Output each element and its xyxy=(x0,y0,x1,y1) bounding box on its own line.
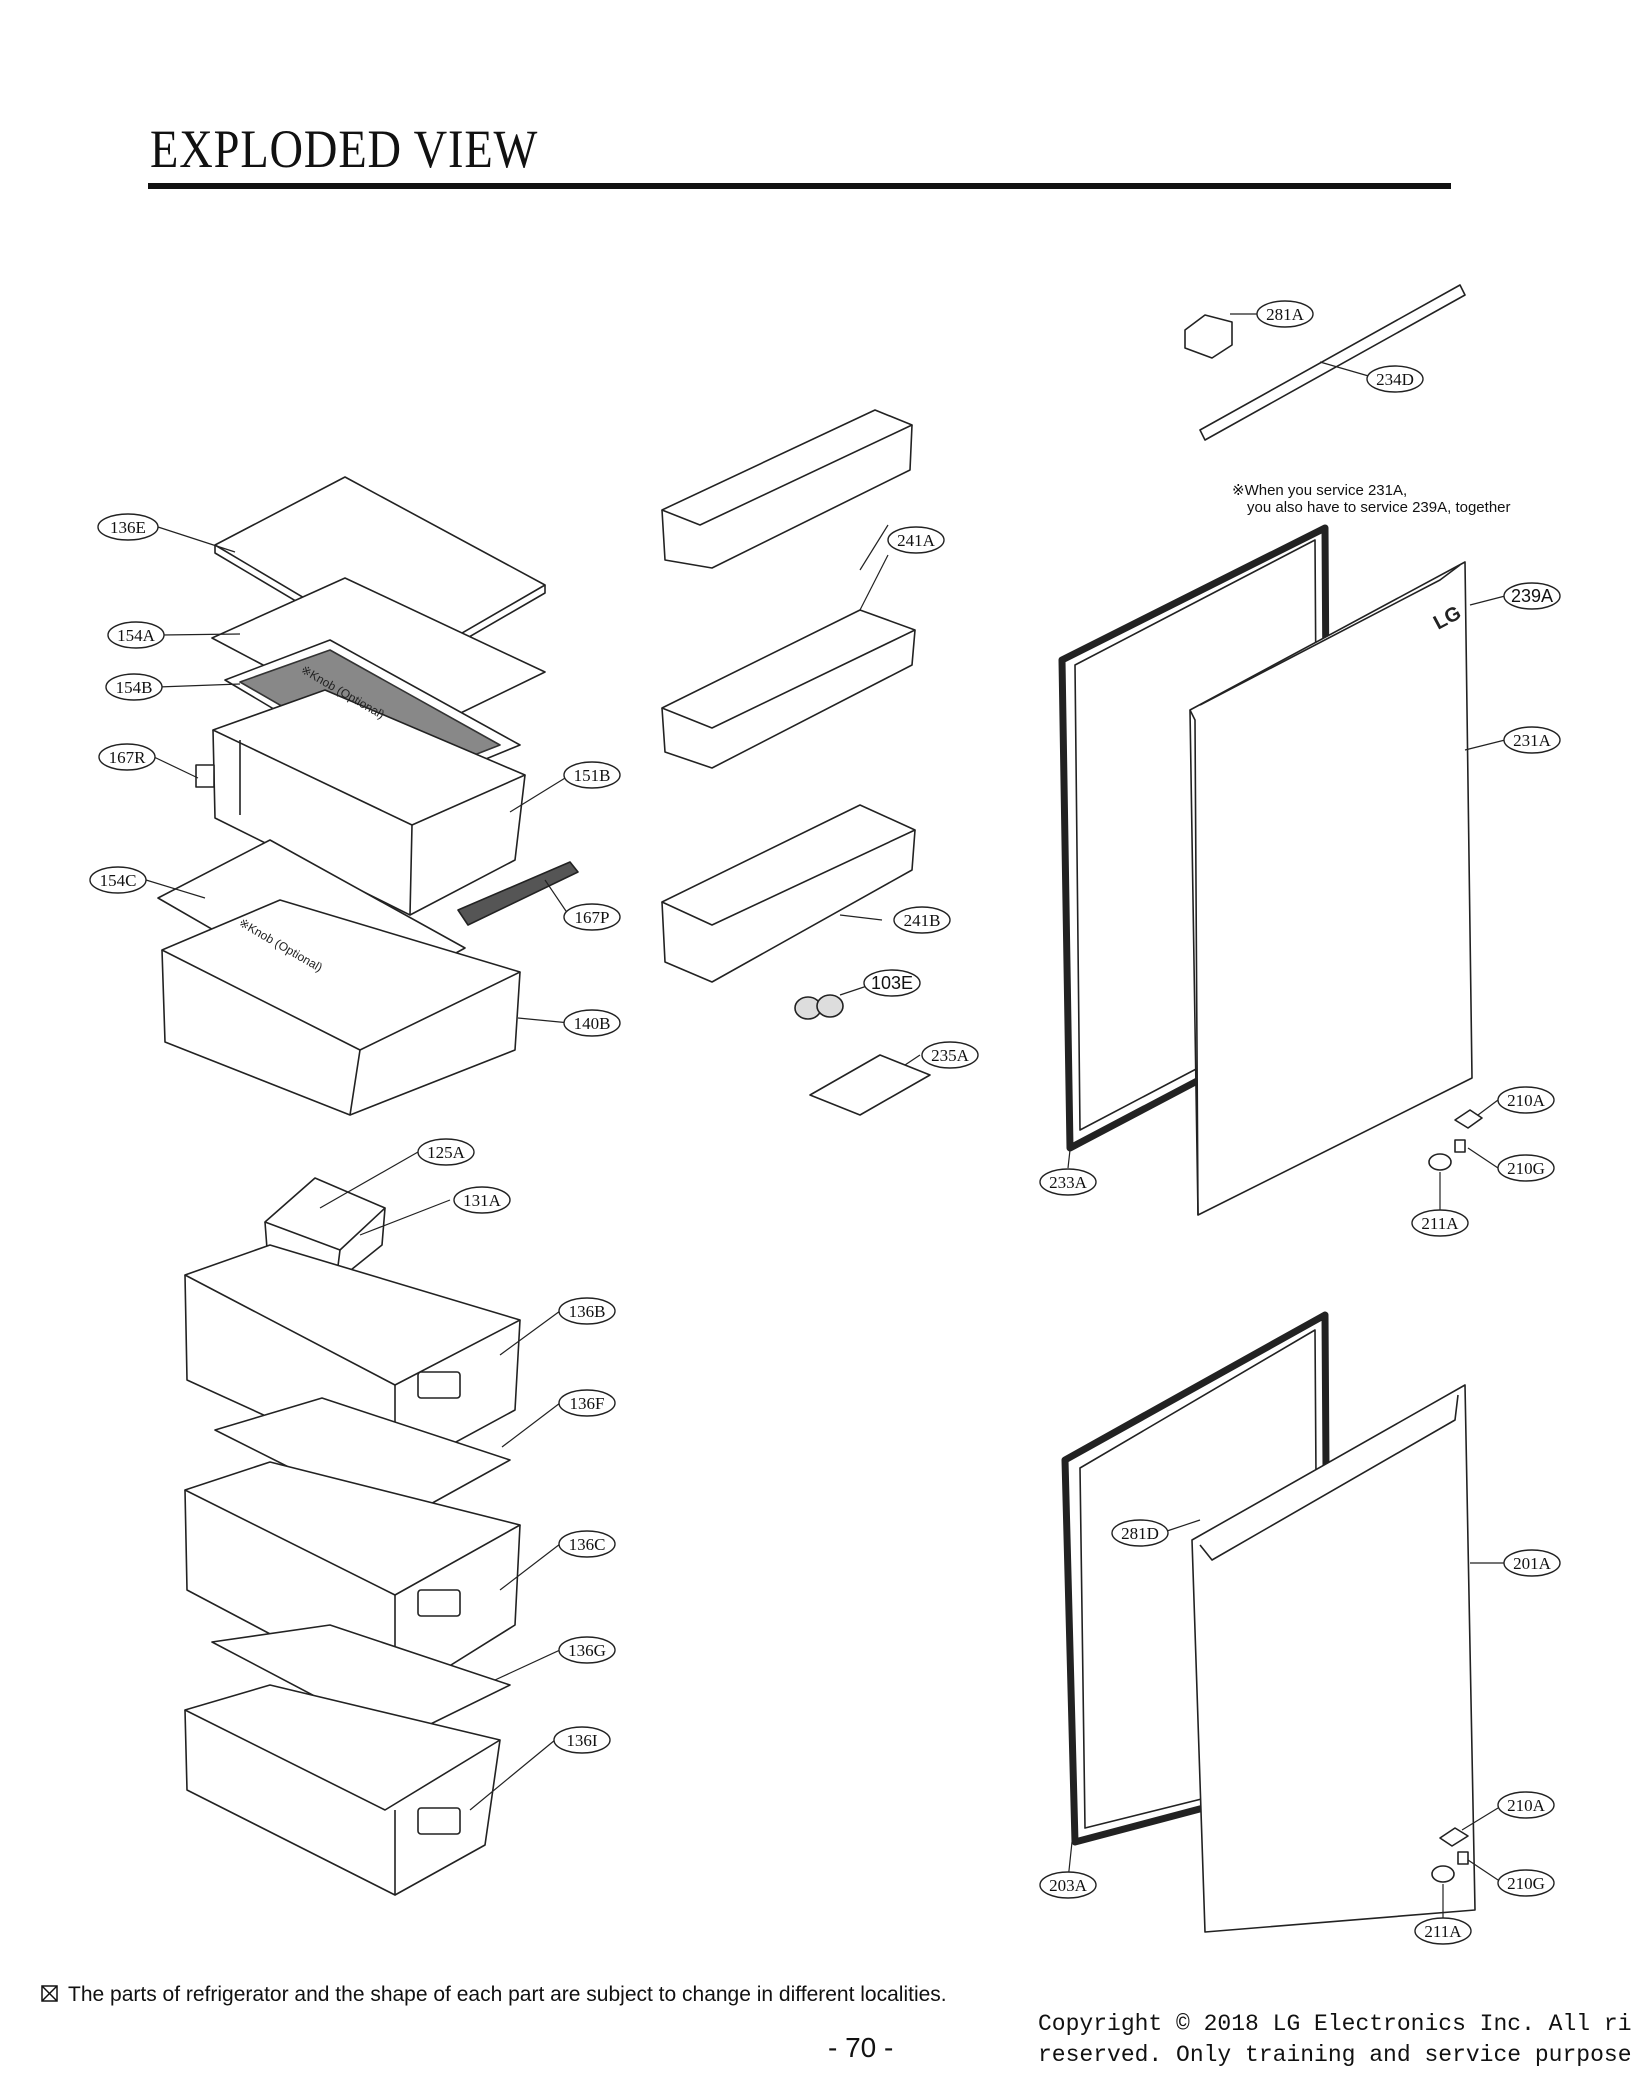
callout-241A xyxy=(887,526,945,554)
part-103E xyxy=(794,994,844,1020)
label-203A: 203A xyxy=(1049,1876,1088,1895)
label-210A-top: 210A xyxy=(1507,1091,1546,1110)
door-231A xyxy=(1189,561,1473,1216)
label-140B: 140B xyxy=(574,1014,611,1033)
callout-151B xyxy=(563,761,621,789)
title-rule xyxy=(148,183,1451,189)
label-154C: 154C xyxy=(100,871,137,890)
bin-241B xyxy=(661,804,916,983)
hinge-parts-top xyxy=(1428,1109,1483,1171)
frame-234D xyxy=(1199,284,1466,441)
copyright-line2: reserved. Only training and service purp… xyxy=(1038,2042,1632,2068)
callout-167P xyxy=(563,903,621,931)
label-125A: 125A xyxy=(427,1143,466,1162)
note-box-icon xyxy=(41,1985,58,2002)
callout-154B xyxy=(105,673,163,701)
egg-tray-235A xyxy=(809,1054,931,1116)
label-167R: 167R xyxy=(109,748,147,767)
callout-281A xyxy=(1256,300,1314,328)
callout-136G xyxy=(558,1636,616,1664)
label-167P: 167P xyxy=(575,908,610,927)
label-136E: 136E xyxy=(110,518,146,537)
label-201A: 201A xyxy=(1513,1554,1552,1573)
callout-210A-top xyxy=(1497,1086,1555,1114)
callout-281D xyxy=(1111,1519,1169,1547)
label-154B: 154B xyxy=(116,678,153,697)
callout-103E xyxy=(863,969,921,997)
callout-131A xyxy=(453,1186,511,1214)
callout-210A-bot xyxy=(1497,1791,1555,1819)
callout-203A xyxy=(1039,1871,1097,1899)
callout-201A xyxy=(1503,1549,1561,1577)
label-154A: 154A xyxy=(117,626,156,645)
callout-136E xyxy=(97,513,159,541)
service-note-line1: ※When you service 231A, xyxy=(1232,482,1407,499)
callout-154C xyxy=(89,866,147,894)
door-201A xyxy=(1191,1384,1476,1933)
part-281A xyxy=(1184,314,1233,359)
label-136C: 136C xyxy=(569,1535,606,1554)
label-234D: 234D xyxy=(1376,370,1414,389)
label-136G: 136G xyxy=(568,1641,606,1660)
callout-231A xyxy=(1503,726,1561,754)
callout-210G-top xyxy=(1497,1154,1555,1182)
label-281D: 281D xyxy=(1121,1524,1159,1543)
callout-211A-bot xyxy=(1414,1917,1472,1945)
label-241B: 241B xyxy=(904,911,941,930)
callout-136B xyxy=(558,1297,616,1325)
service-note-line2: you also have to service 239A, together xyxy=(1247,499,1511,516)
callout-154A xyxy=(107,621,165,649)
label-151B: 151B xyxy=(574,766,611,785)
bin-241A-lower xyxy=(661,609,916,769)
callout-210G-bot xyxy=(1497,1869,1555,1897)
cover-167P xyxy=(457,861,579,926)
callout-136F xyxy=(558,1389,616,1417)
page-number: - 70 - xyxy=(828,2032,894,2063)
label-210A-bot: 210A xyxy=(1507,1796,1546,1815)
callout-ovals xyxy=(89,300,1561,1945)
label-211A-top: 211A xyxy=(1421,1214,1459,1233)
copyright: Copyright © 2018 LG Electronics Inc. All… xyxy=(1038,2009,1632,2071)
label-210G-top: 210G xyxy=(1507,1159,1545,1178)
label-210G-bot: 210G xyxy=(1507,1874,1545,1893)
footer-note: The parts of refrigerator and the shape … xyxy=(42,1983,947,2007)
label-281A: 281A xyxy=(1266,305,1305,324)
label-241A: 241A xyxy=(897,531,936,550)
leader-lines xyxy=(145,313,1506,1918)
label-136I: 136I xyxy=(566,1731,598,1750)
label-131A: 131A xyxy=(463,1191,502,1210)
callout-labels: 136E 154A 154B 167R 151B 154C 167P 140B … xyxy=(100,305,1553,1941)
label-136F: 136F xyxy=(570,1394,605,1413)
hinge-parts-bottom xyxy=(1431,1827,1469,1883)
label-231A: 231A xyxy=(1513,731,1552,750)
callout-167R xyxy=(98,743,156,771)
callout-136I xyxy=(553,1726,611,1754)
callout-211A-top xyxy=(1411,1209,1469,1237)
handle-167R xyxy=(195,764,215,788)
callout-125A xyxy=(417,1138,475,1166)
copyright-line1: Copyright © 2018 LG Electronics Inc. All… xyxy=(1038,2011,1632,2037)
label-211A-bot: 211A xyxy=(1424,1922,1462,1941)
callout-234D xyxy=(1366,365,1424,393)
label-235A: 235A xyxy=(931,1046,970,1065)
callout-136C xyxy=(558,1530,616,1558)
callout-239A xyxy=(1503,582,1561,610)
label-233A: 233A xyxy=(1049,1173,1088,1192)
drawer-136I xyxy=(184,1684,501,1896)
label-103E: 103E xyxy=(871,973,913,993)
page-title: EXPLODED VIEW xyxy=(150,119,539,179)
callout-140B xyxy=(563,1009,621,1037)
label-239A: 239A xyxy=(1511,586,1553,606)
callout-235A xyxy=(921,1041,979,1069)
bin-241A-upper xyxy=(661,409,913,569)
footer-note-text: The parts of refrigerator and the shape … xyxy=(68,1983,947,2006)
callout-233A xyxy=(1039,1168,1097,1196)
callout-241B xyxy=(893,906,951,934)
drawer-140B xyxy=(161,899,521,1116)
label-136B: 136B xyxy=(569,1302,606,1321)
